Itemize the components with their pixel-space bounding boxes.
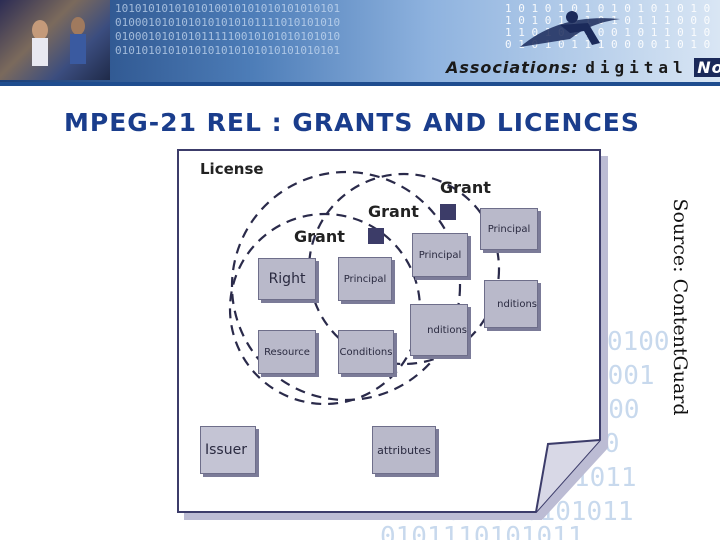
principal-box: Principal bbox=[338, 257, 392, 301]
license-label: License bbox=[200, 160, 264, 178]
runner-logo-icon bbox=[520, 11, 620, 47]
logo-prefix: Associations: bbox=[446, 58, 579, 77]
conditions-box: nditions bbox=[410, 304, 468, 356]
logo-suffix: Now bbox=[694, 58, 720, 77]
resource-box: Resource bbox=[258, 330, 316, 374]
grant-label-middle: Grant bbox=[368, 202, 419, 221]
logo: Associations: digital Now bbox=[446, 58, 720, 77]
svg-text:0101110101011: 0101110101011 bbox=[380, 522, 584, 540]
grant-label-inner: Grant bbox=[294, 227, 345, 246]
grant-marker bbox=[368, 228, 384, 244]
principal-box: Principal bbox=[480, 208, 538, 250]
right-box: Right bbox=[258, 258, 316, 300]
svg-text:010001010101011111001010101010: 0100010101010111110010101010101010 bbox=[115, 30, 340, 43]
source-label: Source: ContentGuard bbox=[664, 196, 696, 418]
athlete-photo-icon bbox=[32, 17, 86, 66]
grant-label-outer: Grant bbox=[440, 178, 491, 197]
svg-text:010101010101010101010101010101: 0101010101010101010101010101010101 bbox=[115, 44, 340, 57]
header-photo bbox=[0, 0, 110, 80]
source-text: Source: ContentGuard bbox=[669, 198, 691, 416]
issuer-box: Issuer bbox=[200, 426, 256, 474]
header-divider bbox=[0, 82, 720, 86]
page-title: MPEG-21 REL : GRANTS AND LICENCES bbox=[64, 108, 640, 137]
svg-text:101010101010101001010101010101: 1010101010101010010101010101010101 bbox=[115, 2, 340, 15]
attributes-box: attributes bbox=[372, 426, 436, 474]
conditions-box: nditions bbox=[484, 280, 538, 328]
svg-text:1 0 1 0 1 0 1 0 1 0 1 0 1 0 1: 1 0 1 0 1 0 1 0 1 0 1 0 1 0 1 0 bbox=[505, 2, 710, 15]
principal-box: Principal bbox=[412, 233, 468, 277]
logo-word: digital bbox=[585, 58, 688, 77]
header-banner: 1010101010101010010101010101010101 01000… bbox=[0, 0, 720, 82]
conditions-box: Conditions bbox=[338, 330, 394, 374]
svg-text:0 1 0 1 0 1 1 1 0 0 0 0 1 0 1: 0 1 0 1 0 1 1 1 0 0 0 0 1 0 1 0 bbox=[505, 38, 710, 51]
grant-marker bbox=[440, 204, 456, 220]
svg-text:010001010101010101010111101010: 0100010101010101010101111010101010 bbox=[115, 16, 340, 29]
